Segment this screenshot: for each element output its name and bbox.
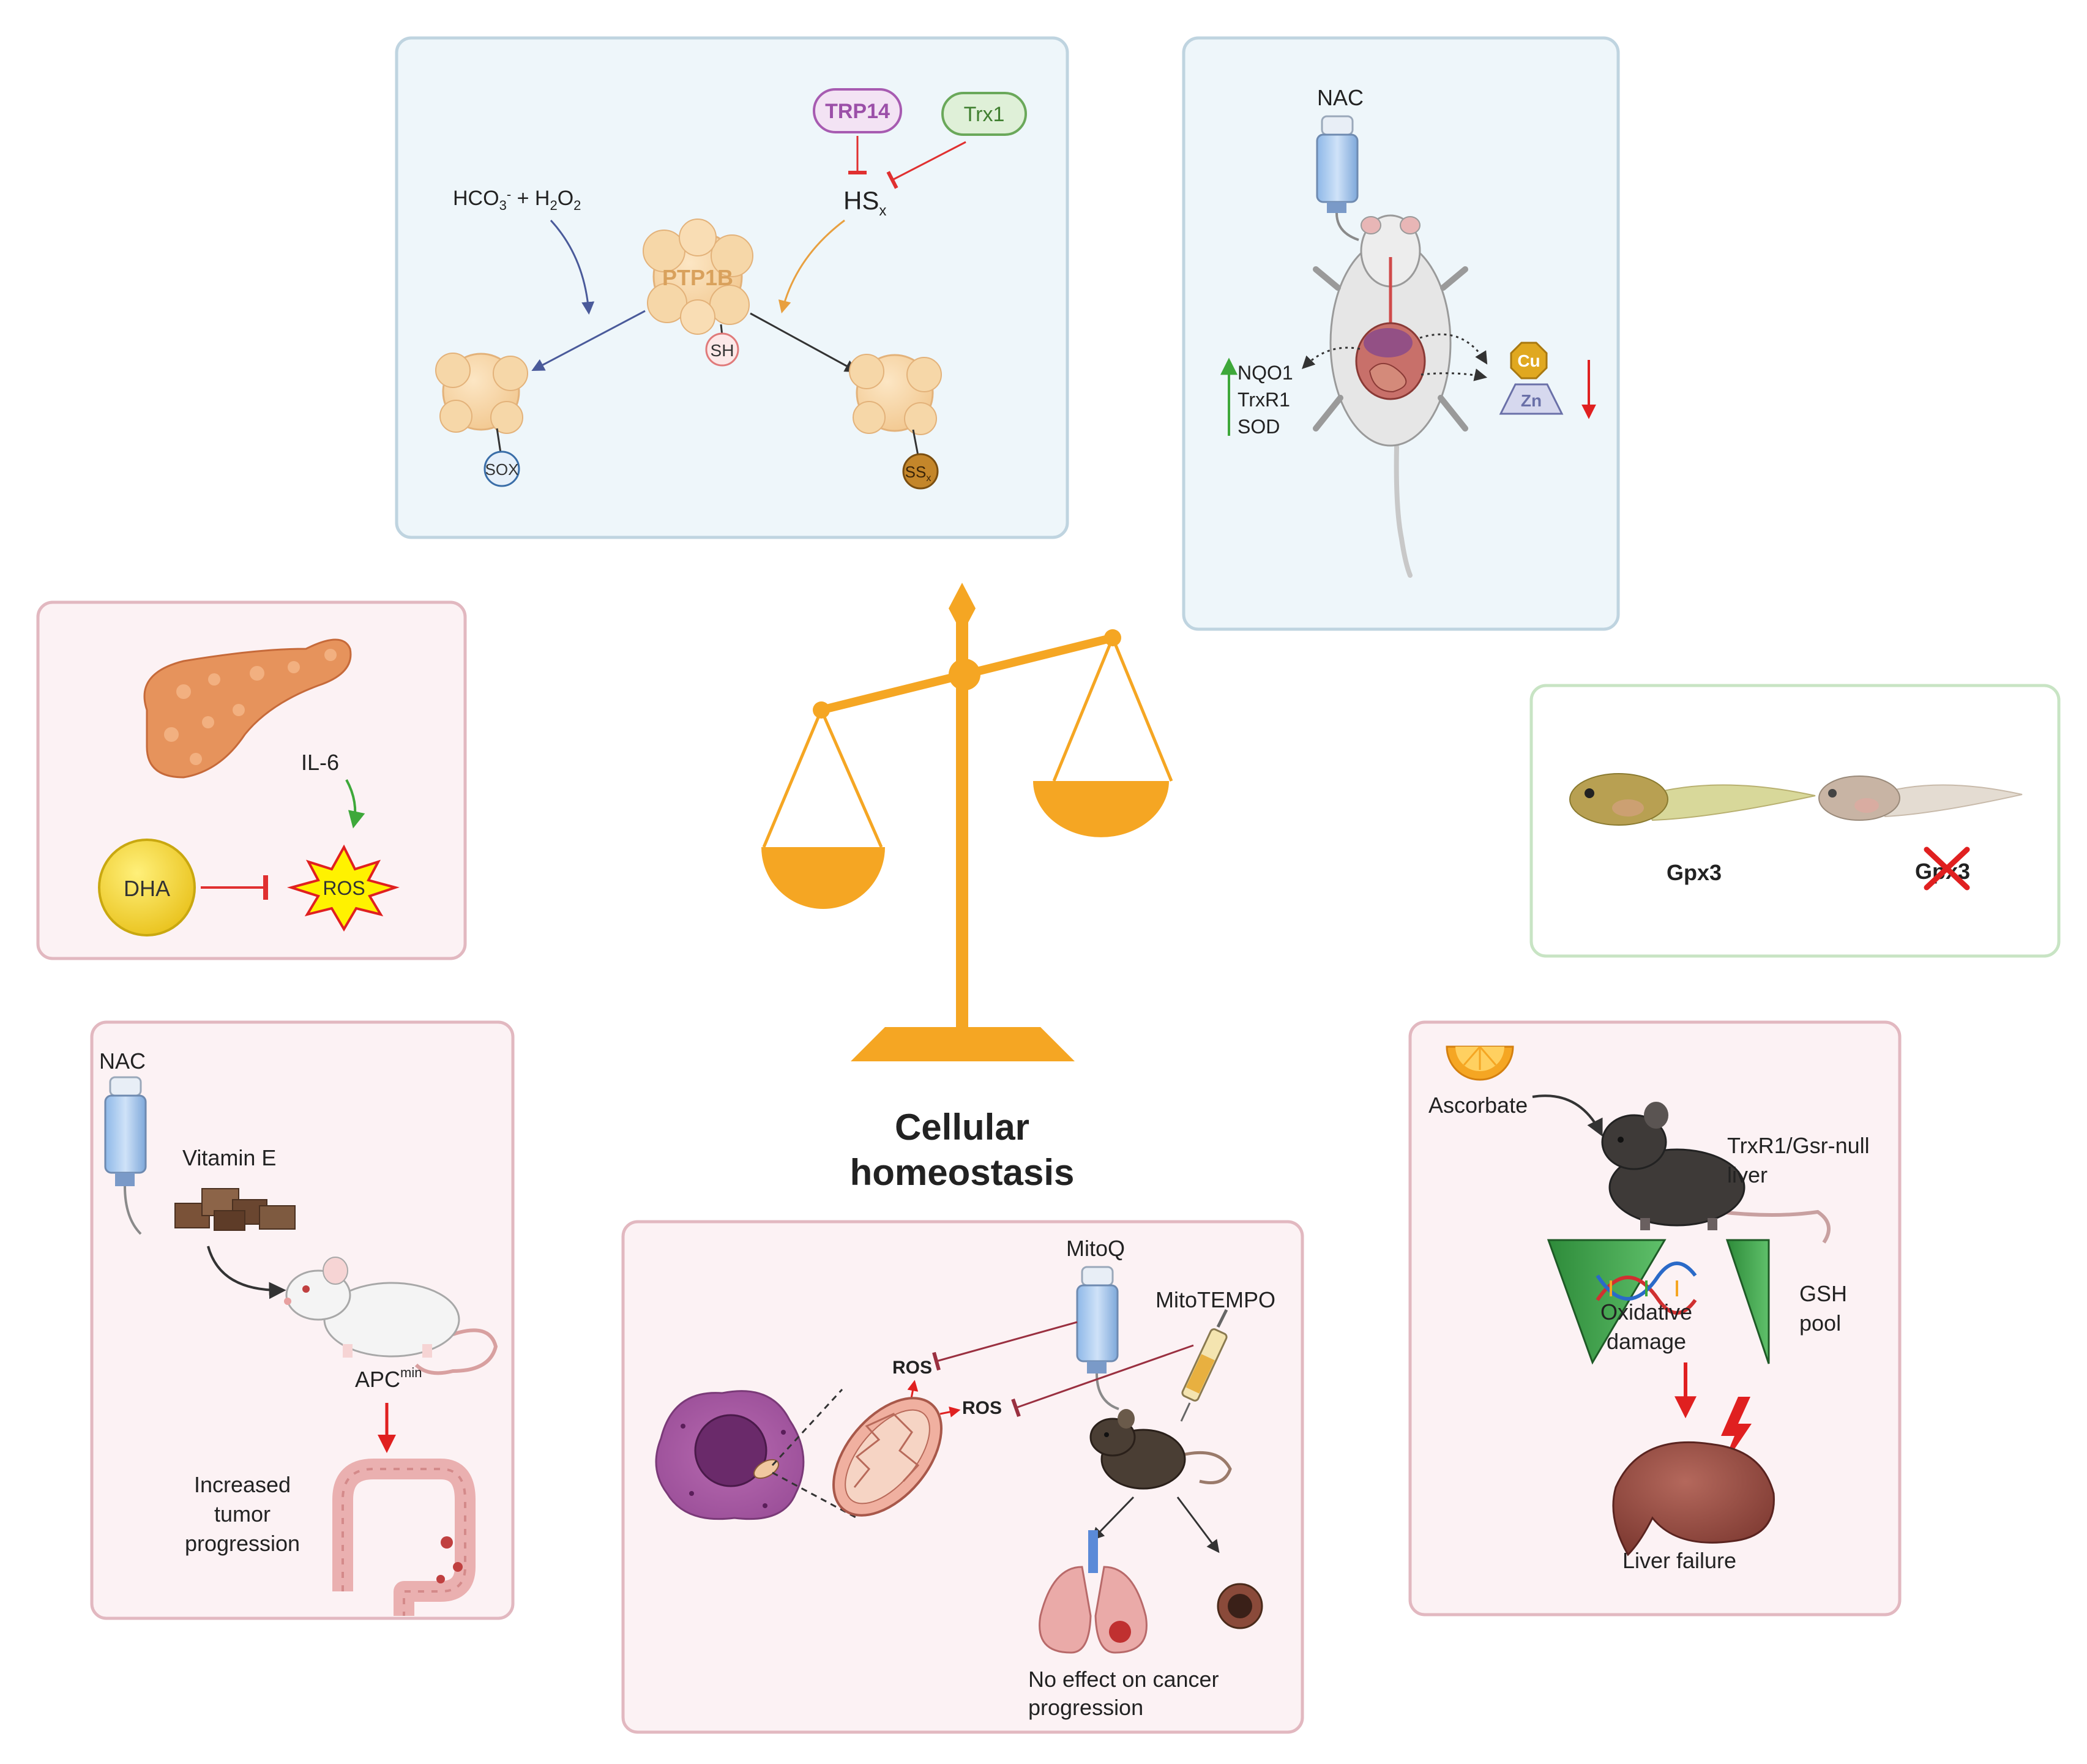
ptp1b-label: PTP1B (662, 265, 733, 290)
dha-label: DHA (124, 876, 170, 901)
nac-label-left: NAC (99, 1048, 146, 1074)
vitamin-e-pellets-icon (174, 1188, 296, 1231)
sh-group (705, 332, 739, 367)
treatment-to-mouse-arrow (207, 1246, 286, 1299)
black-mouse-icon (1089, 1409, 1232, 1490)
lungs-icon (1039, 1530, 1148, 1654)
vitamin-e-label: Vitamin E (182, 1145, 276, 1170)
bicarbonate-peroxide-label: HCO3- + H2O2 (453, 187, 581, 213)
oxidative-wedge (1547, 1239, 1667, 1365)
nac-vitamin-panel: NAC Vitamin E APCmin Increase (90, 1020, 515, 1620)
peroxide-to-ptp1b-arrow (550, 219, 595, 315)
ascorbate-label: Ascorbate (1428, 1093, 1528, 1118)
pancreas-icon (143, 638, 352, 779)
gsh-line2: pool (1799, 1310, 1841, 1336)
mitotempo-label: MitoTEMPO (1156, 1287, 1275, 1312)
mitoq-inhibits-ros (932, 1321, 1078, 1371)
gut-to-zn-arrow (1421, 368, 1488, 381)
gpx3-label: Gpx3 (1667, 860, 1722, 885)
zn-trapezoid (1499, 383, 1564, 415)
ptp1b-persulfidated (849, 354, 942, 435)
sox-label: SOX (485, 460, 519, 479)
dha-circle (98, 839, 196, 936)
colon-icon (332, 1459, 476, 1616)
outcome-line2: tumor (214, 1501, 271, 1527)
ssx-group (902, 453, 939, 490)
hsx-to-ptp1b-arrow (778, 219, 845, 314)
trx1-label: Trx1 (964, 103, 1005, 126)
nac-mouse-panel: NAC NQO1 TrxR1 SOD (1182, 36, 1620, 631)
pancreas-panel: IL-6 DHA ROS (36, 600, 467, 960)
liver-failure-label: Liver failure (1622, 1548, 1736, 1573)
dark-mouse-icon (1601, 1102, 1831, 1244)
liver-icon (1612, 1441, 1775, 1557)
nac-label-top: NAC (1317, 85, 1364, 110)
mitoq-bottle-icon (1076, 1266, 1119, 1410)
center-title-line2: homeostasis (850, 1152, 1075, 1193)
tadpole-knockout-icon (1818, 775, 2023, 821)
ros-label: ROS (323, 877, 365, 899)
ptp1b-panel: HCO3- + H2O2 TRP14 Trx1 HSx PTP1B SH (395, 36, 1069, 539)
sox-group (483, 450, 520, 487)
mitotempo-inhibits-ros (1011, 1344, 1194, 1418)
ptp1b-to-sox-arrow (531, 310, 646, 371)
mouse-dissected-icon (1313, 214, 1468, 578)
trx1-pill (941, 92, 1027, 136)
trp14-label: TRP14 (825, 100, 890, 123)
zn-label: Zn (1521, 391, 1542, 410)
trx1-inhibits-hsx (886, 141, 966, 189)
gut-to-cu-arrow (1419, 333, 1488, 365)
il6-label: IL-6 (301, 750, 339, 775)
ros-mitoq-label: ROS (892, 1358, 932, 1378)
nac-bottle-left-icon (104, 1076, 147, 1235)
trxr1-label: TrxR1 (1238, 389, 1290, 411)
dna-icon (1596, 1261, 1697, 1315)
ascorbate-to-mouse-arrow (1532, 1094, 1603, 1137)
ptp1b-protein (643, 219, 753, 335)
tadpole-panel: Gpx3 Gpx3 (1529, 684, 2061, 958)
genotype-line2: liver (1727, 1162, 1768, 1187)
balance-scale-icon (761, 583, 1173, 1061)
ptp1b-sulfenylated (435, 353, 528, 434)
ascorbate-panel-box (1408, 1020, 1902, 1616)
il6-to-ros-arrow (345, 779, 365, 829)
ptp1b-to-ssx-arrow (750, 312, 858, 373)
knockout-cross-icon (1924, 846, 1970, 891)
tadpole-wildtype-icon (1569, 773, 1816, 826)
mito-outcome-line1: No effect on cancer (1028, 1667, 1219, 1692)
damage-line2: damage (1607, 1329, 1686, 1354)
genotype-line1: TrxR1/Gsr-null (1727, 1133, 1870, 1158)
mito-outcome-line2: progression (1028, 1695, 1143, 1720)
center-title-line1: Cellular (895, 1107, 1029, 1148)
trp14-pill (813, 88, 902, 133)
damage-line1: Oxidative (1600, 1299, 1692, 1325)
mouse-to-tumor-arrow (1176, 1497, 1220, 1553)
sod-label: SOD (1238, 416, 1280, 438)
ascorbate-panel: Ascorbate TrxR1/Gsr-null liver Oxidative… (1408, 1020, 1902, 1616)
cu-label: Cu (1517, 351, 1540, 370)
gsh-wedge (1725, 1239, 1770, 1364)
syringe-icon (1180, 1309, 1228, 1422)
mito-panel: MitoQ MitoTEMPO ROS ROS (621, 1220, 1304, 1734)
tumor-cell-icon (655, 1390, 805, 1520)
gsh-line1: GSH (1799, 1281, 1847, 1306)
outcome-line3: progression (185, 1531, 300, 1556)
mitoq-label: MitoQ (1066, 1236, 1125, 1261)
white-mouse-icon (284, 1257, 498, 1375)
nac-bottle-icon (1316, 115, 1359, 241)
gut-to-markers-arrow (1302, 346, 1361, 369)
ros-burst (286, 844, 400, 932)
mouse-to-lung-arrow (1091, 1496, 1135, 1541)
outcome-line1: Increased (194, 1472, 291, 1497)
orange-slice-icon (1446, 1045, 1514, 1081)
nqo1-label: NQO1 (1238, 362, 1293, 384)
metastasis-icon (1217, 1583, 1263, 1629)
cu-octagon (1510, 342, 1548, 379)
ros-mitotempo-label: ROS (962, 1398, 1002, 1418)
sh-label: SH (711, 341, 734, 360)
mitochondrion-icon (832, 1397, 943, 1517)
